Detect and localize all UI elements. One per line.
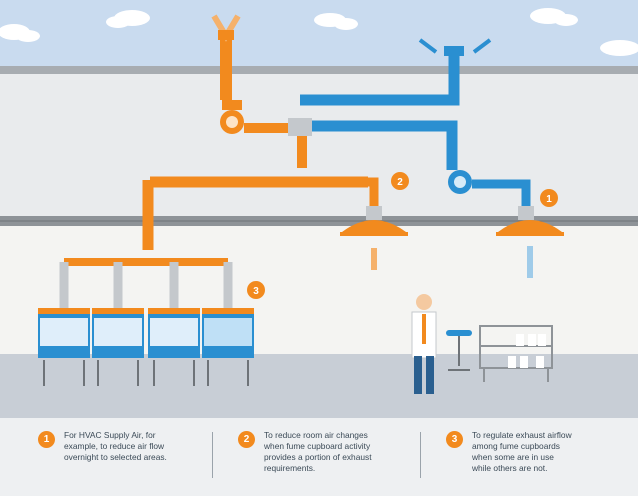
fume-cupboard-row [38, 308, 254, 386]
badge-1: 1 [540, 189, 558, 207]
callout-number: 1 [38, 431, 55, 448]
fume-cupboard [38, 308, 90, 386]
badge-2: 2 [391, 172, 409, 190]
diffuser-1 [496, 206, 564, 278]
fume-cupboard [202, 308, 254, 386]
svg-text:2: 2 [397, 177, 403, 188]
roof-slab [0, 66, 638, 74]
svg-text:1: 1 [546, 194, 552, 205]
divider [420, 432, 421, 478]
exhaust-cap [444, 46, 464, 56]
floor [0, 354, 638, 418]
exhaust-arrow-icon [418, 38, 492, 54]
svg-text:3: 3 [253, 286, 259, 297]
sky [0, 0, 638, 66]
exhaust-air-duct [300, 38, 531, 210]
divider [212, 432, 213, 478]
junction-box [288, 118, 312, 136]
caption-row: 1 For HVAC Supply Air, for example, to r… [0, 418, 638, 496]
callout-number: 2 [238, 431, 255, 448]
diffuser-2 [340, 206, 408, 270]
cloud-icon [0, 8, 638, 56]
fume-cupboard [148, 308, 200, 386]
stool-icon [446, 330, 472, 371]
badge-3: 3 [247, 281, 265, 299]
callout-text: To reduce room air changes when fume cup… [264, 430, 372, 473]
callout-text: To regulate exhaust airflow among fume c… [472, 430, 572, 473]
callout-number: 3 [446, 431, 463, 448]
fume-cupboard [92, 308, 144, 386]
scientist-icon [411, 294, 437, 394]
supply-air-duct [59, 14, 379, 312]
glassware-icon [508, 334, 546, 368]
callout-text: For HVAC Supply Air, for example, to red… [64, 430, 167, 462]
